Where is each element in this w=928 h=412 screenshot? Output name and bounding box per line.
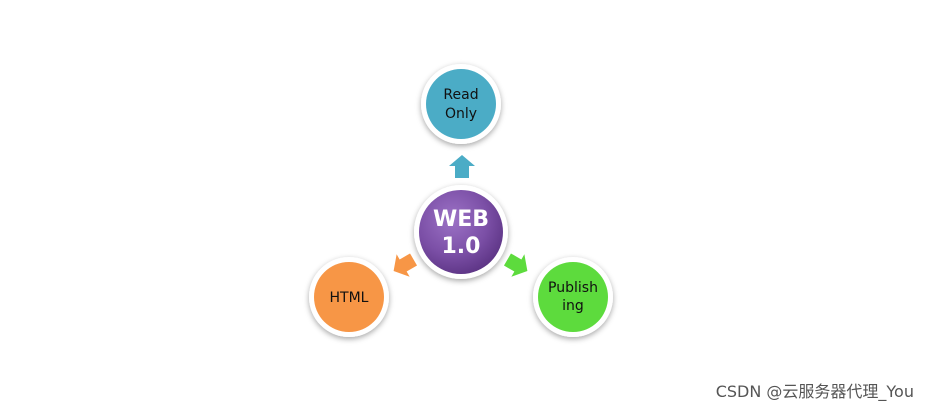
- node-html: HTML: [309, 257, 389, 337]
- node-publishing-circle: [538, 262, 608, 332]
- node-html-circle: [314, 262, 384, 332]
- center-line1: WEB: [433, 207, 489, 232]
- node-html-line1: HTML: [330, 290, 369, 306]
- arrow-to-read-only: [449, 155, 475, 178]
- node-publishing-line1: Publish: [548, 280, 598, 296]
- node-web-1-0-circle: [419, 190, 503, 274]
- node-read-only: Read Only: [421, 64, 501, 144]
- node-web-1-0: WEB 1.0: [414, 185, 508, 279]
- arrow-to-html: [393, 253, 418, 277]
- node-publishing: Publish ing: [533, 257, 613, 337]
- node-publishing-line2: ing: [562, 298, 584, 314]
- node-read-only-line2: Only: [445, 106, 477, 122]
- center-line2: 1.0: [442, 234, 481, 259]
- arrow-to-publishing: [503, 253, 528, 277]
- watermark-text: CSDN @云服务器代理_You: [715, 382, 914, 401]
- node-read-only-circle: [426, 69, 496, 139]
- node-read-only-line1: Read: [443, 87, 478, 103]
